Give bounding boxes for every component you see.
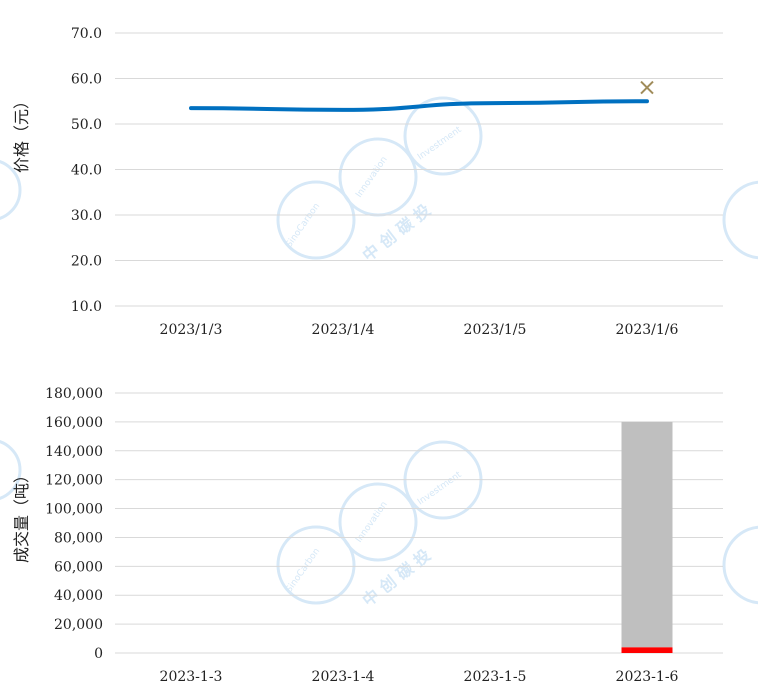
volume-y-tick-label: 60,000 <box>54 559 103 575</box>
price-x-tick-label: 2023/1/6 <box>616 322 679 338</box>
price-y-tick-label: 10.0 <box>71 299 102 315</box>
price-y-tick-label: 60.0 <box>71 72 102 88</box>
watermark-edge <box>0 160 758 605</box>
watermark-logo-top: SinoCarbon Innovation Investment 中 创 碳 投 <box>276 96 483 265</box>
watermark-latin-1b: SinoCarbon <box>284 547 322 595</box>
volume-x-tick-label: 2023-1-6 <box>616 669 679 685</box>
volume-bar-chart: 0 20,000 40,000 60,000 80,000 100,000 120,000 1… <box>45 386 723 685</box>
watermark-latin-2: Innovation <box>354 155 390 200</box>
watermark-logo-bottom: SinoCarbon Innovation Investment 中 创 碳 投 <box>276 440 483 610</box>
watermark-latin-2b: Innovation <box>354 500 390 545</box>
price-series-line <box>189 99 649 112</box>
price-x-marker <box>640 80 654 95</box>
price-x-tick-label: 2023/1/5 <box>464 322 527 338</box>
volume-y-axis-label: 成交量（吨） <box>12 467 31 563</box>
watermark-latin-3: Investment <box>416 125 464 163</box>
volume-y-tick-label: 80,000 <box>54 530 103 546</box>
watermark-latin-3b: Investment <box>416 470 464 508</box>
volume-y-tick-label: 40,000 <box>54 588 103 604</box>
volume-y-tick-label: 180,000 <box>45 386 103 402</box>
price-y-tick-label: 40.0 <box>71 163 102 179</box>
volume-y-tick-label: 140,000 <box>45 444 103 460</box>
volume-y-tick-label: 120,000 <box>45 473 103 489</box>
volume-y-tick-label: 160,000 <box>45 415 103 431</box>
volume-bar <box>621 421 673 648</box>
volume-y-tick-label: 20,000 <box>54 617 103 633</box>
price-y-tick-label: 50.0 <box>71 117 102 133</box>
watermark-latin-1: SinoCarbon <box>284 202 322 250</box>
volume-y-tick-label: 100,000 <box>45 502 103 518</box>
price-line-chart: 10.0 20.0 30.0 40.0 50.0 60.0 70.0 2023/1/3 2023… <box>71 26 723 338</box>
volume-x-tick-label: 2023-1-4 <box>312 669 375 685</box>
volume-y-tick-label: 0 <box>94 646 103 662</box>
price-y-axis-label: 价格（元） <box>12 93 31 173</box>
volume-bar <box>621 647 673 653</box>
volume-x-tick-label: 2023-1-5 <box>464 669 527 685</box>
price-x-tick-label: 2023/1/3 <box>160 322 223 338</box>
price-y-tick-label: 30.0 <box>71 208 102 224</box>
price-y-tick-label: 70.0 <box>71 26 102 42</box>
volume-x-tick-label: 2023-1-3 <box>160 669 223 685</box>
price-x-tick-label: 2023/1/4 <box>312 322 375 338</box>
price-y-tick-label: 20.0 <box>71 254 102 270</box>
